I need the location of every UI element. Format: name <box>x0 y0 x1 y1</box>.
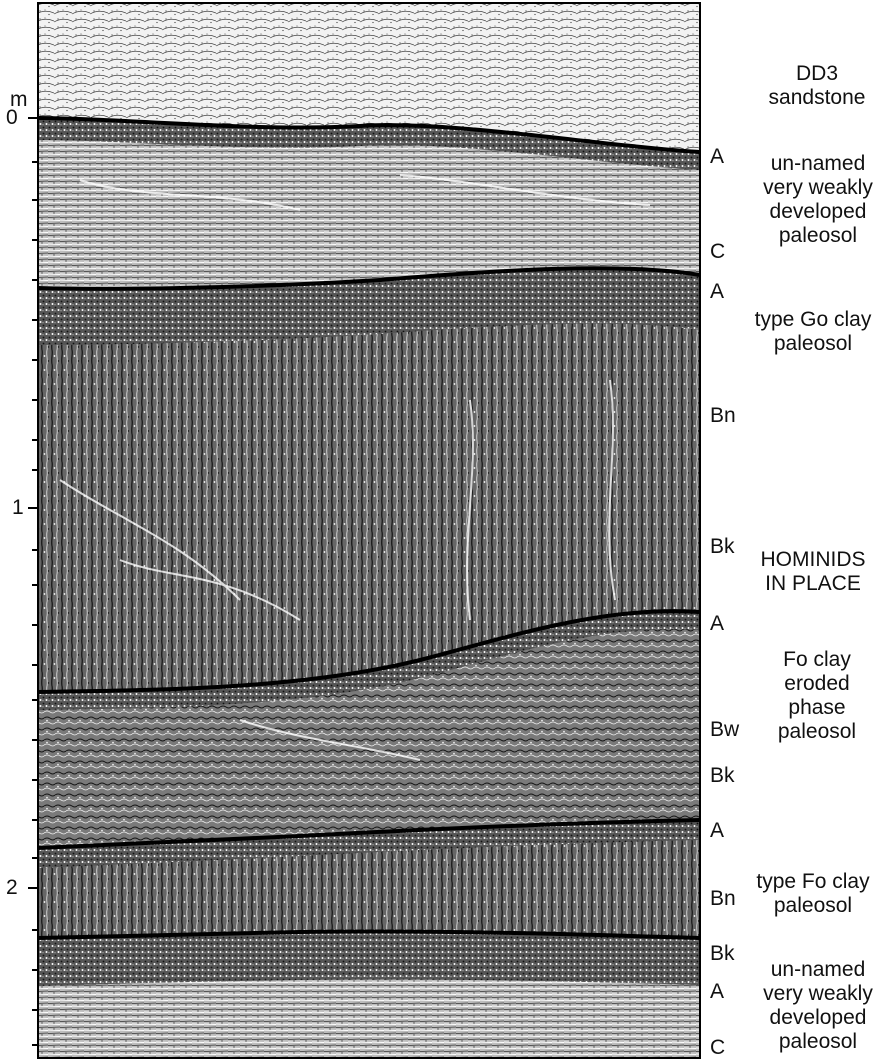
unit-description-hominids: HOMINIDS IN PLACE <box>748 548 878 596</box>
unit-description-line: paleosol <box>752 720 882 744</box>
horizon-label: Bk <box>710 942 735 966</box>
unit-description-line: un-named <box>748 958 888 982</box>
scale-tick-label-0: 0 <box>6 106 18 130</box>
unit-description-fo-clay-eroded: Fo clay eroded phase paleosol <box>752 648 882 744</box>
unit-description-line: very weakly <box>748 982 888 1006</box>
unit-description-line: sandstone <box>752 86 882 110</box>
unit-description-line: type Go clay <box>740 308 886 332</box>
unit-description-line: paleosol <box>740 332 886 356</box>
horizon-label: A <box>710 819 724 843</box>
unit-description-fo-clay: type Fo clay paleosol <box>740 870 886 918</box>
unit-description-upper-unnamed: un-named very weakly developed paleosol <box>748 152 888 248</box>
horizon-label: Bn <box>710 404 736 428</box>
scale-tick-label-1: 1 <box>12 496 24 520</box>
horizon-label: Bn <box>710 887 736 911</box>
unit-description-line: HOMINIDS <box>748 548 878 572</box>
depth-scale <box>28 118 38 1045</box>
unit-description-line: developed <box>748 200 888 224</box>
unit-description-line: phase <box>752 696 882 720</box>
horizon-label: Bk <box>710 535 735 559</box>
unit-description-lower-unnamed: un-named very weakly developed paleosol <box>748 958 888 1054</box>
section-column <box>38 3 700 1058</box>
unit-description-line: type Fo clay <box>740 870 886 894</box>
unit-description-line: un-named <box>748 152 888 176</box>
unit-description-dd3-sandstone: DD3 sandstone <box>752 62 882 110</box>
unit-description-line: eroded <box>752 672 882 696</box>
scale-tick-label-2: 2 <box>6 876 18 900</box>
dark-surface-horizon-5 <box>38 932 700 986</box>
unit-description-go-clay: type Go clay paleosol <box>740 308 886 356</box>
horizon-label: A <box>710 612 724 636</box>
horizon-label: A <box>710 145 724 169</box>
unit-description-line: very weakly <box>748 176 888 200</box>
horizon-label: C <box>710 240 725 264</box>
unit-description-line: paleosol <box>748 224 888 248</box>
horizon-label: Bk <box>710 764 735 788</box>
unit-description-line: IN PLACE <box>748 572 878 596</box>
horizon-label: A <box>710 280 724 304</box>
horizon-label: A <box>710 980 724 1004</box>
unit-description-line: DD3 <box>752 62 882 86</box>
unit-description-line: paleosol <box>740 894 886 918</box>
unit-description-line: developed <box>748 1006 888 1030</box>
horizon-label: C <box>710 1036 725 1060</box>
horizon-label: Bw <box>710 718 739 742</box>
unit-description-line: paleosol <box>748 1030 888 1054</box>
unit-description-line: Fo clay <box>752 648 882 672</box>
